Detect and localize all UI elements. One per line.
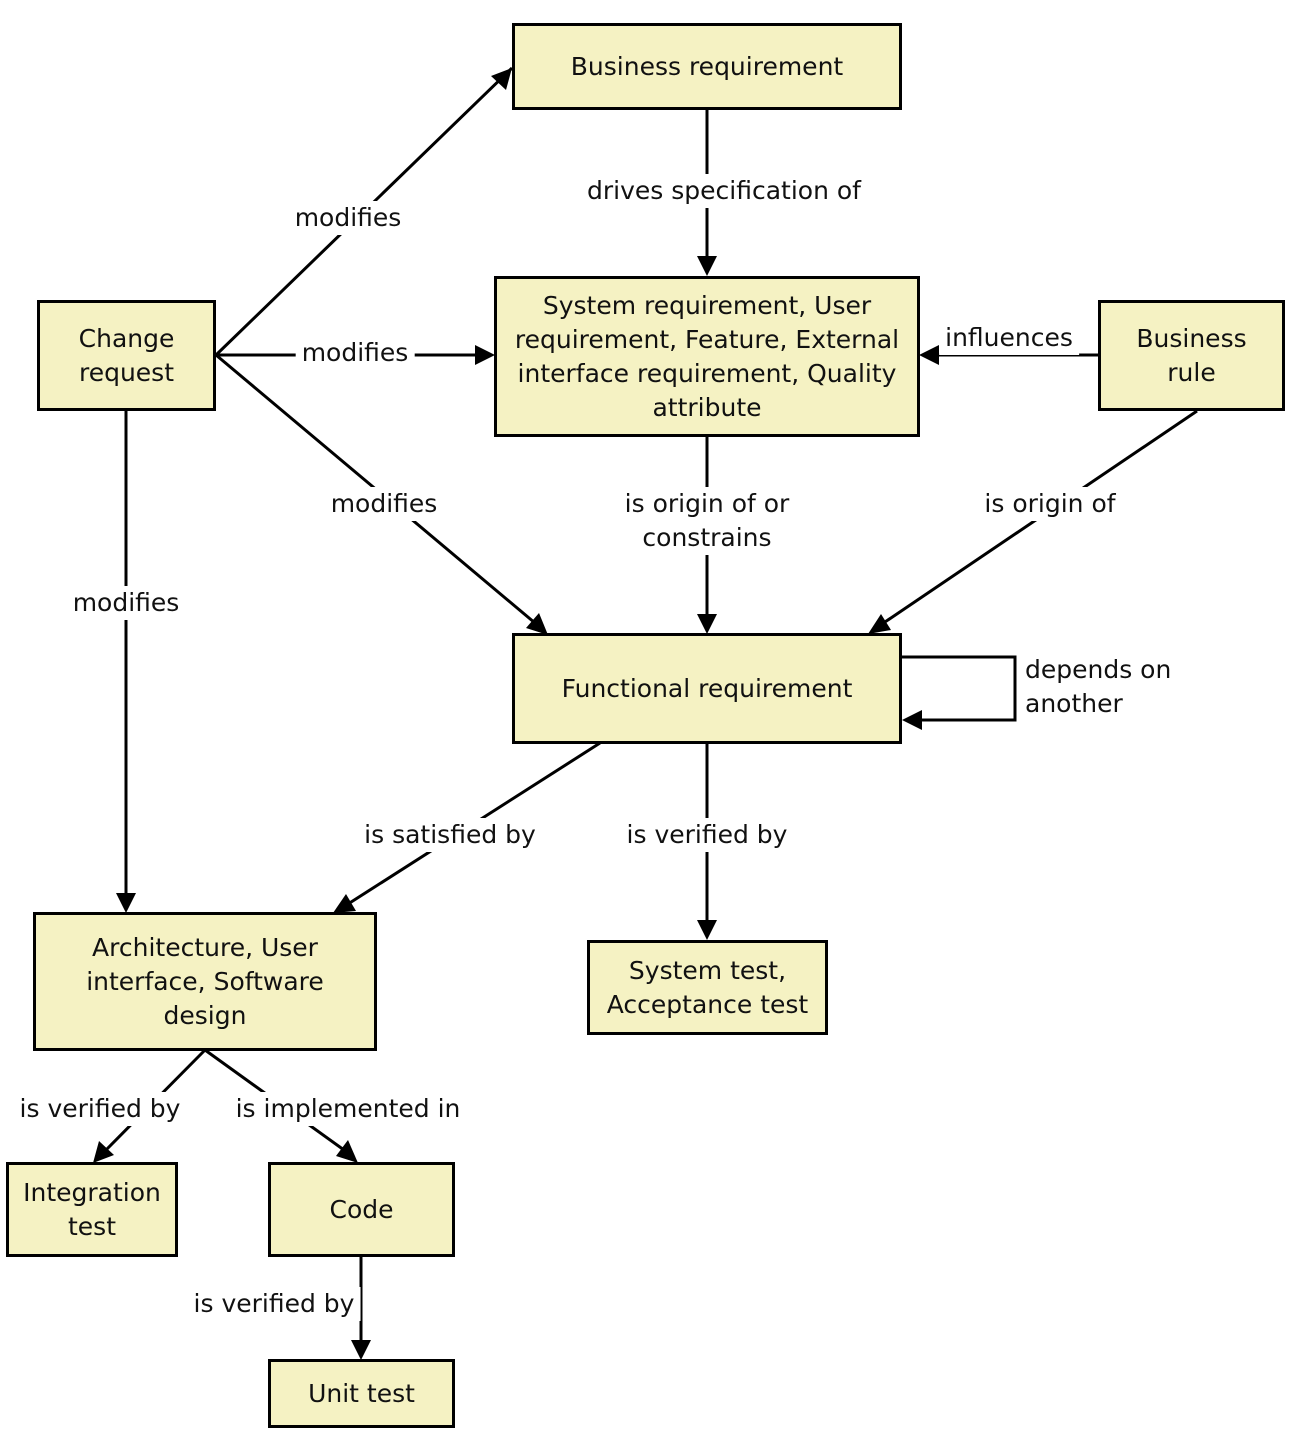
label-code-to-unit: is verified by	[187, 1287, 361, 1321]
label-rule-to-fr: is origin of	[978, 487, 1122, 521]
arrowhead	[336, 1140, 358, 1163]
node-code: Code	[268, 1162, 455, 1257]
arrowhead	[475, 345, 495, 365]
arrowhead	[697, 920, 717, 940]
label-fr-self: depends on another	[1025, 653, 1181, 721]
arrowhead	[697, 614, 717, 634]
label-cr-to-sr: modifies	[295, 336, 415, 370]
label-cr-to-arch: modifies	[66, 586, 186, 620]
label-fr-to-arch: is satisfied by	[358, 818, 542, 852]
node-system-requirement: System requirement, User requirement, Fe…	[494, 276, 920, 437]
node-business-requirement: Business requirement	[512, 23, 902, 110]
edge-fr-self-loop	[902, 655, 1017, 722]
node-change-request: Change request	[37, 300, 216, 411]
arrowhead	[902, 710, 922, 730]
node-unit-test: Unit test	[268, 1359, 455, 1428]
label-sr-to-fr: is origin of or constrains	[613, 487, 801, 555]
arrowhead	[491, 68, 512, 90]
node-integration-test: Integration test	[6, 1162, 178, 1257]
node-functional-requirement: Functional requirement	[512, 633, 902, 744]
label-br-to-sr: drives specification of	[581, 174, 867, 208]
label-arch-to-code: is implemented in	[229, 1092, 467, 1126]
arrowhead	[116, 893, 136, 913]
node-business-rule: Business rule	[1098, 300, 1285, 411]
label-fr-to-test: is verified by	[620, 818, 794, 852]
label-cr-to-br: modifies	[288, 201, 408, 235]
arrowhead	[526, 613, 548, 635]
arrowhead	[333, 894, 356, 913]
node-architecture: Architecture, User interface, Software d…	[33, 912, 377, 1051]
arrowhead	[697, 256, 717, 276]
arrowhead	[93, 1141, 114, 1163]
label-arch-to-integration: is verified by	[13, 1092, 187, 1126]
label-cr-to-fr: modifies	[324, 487, 444, 521]
arrowhead	[351, 1340, 371, 1360]
arrowhead	[868, 614, 891, 634]
label-rule-to-sr: influences	[939, 321, 1079, 355]
node-system-test: System test, Acceptance test	[587, 940, 828, 1035]
arrowhead	[919, 345, 939, 365]
